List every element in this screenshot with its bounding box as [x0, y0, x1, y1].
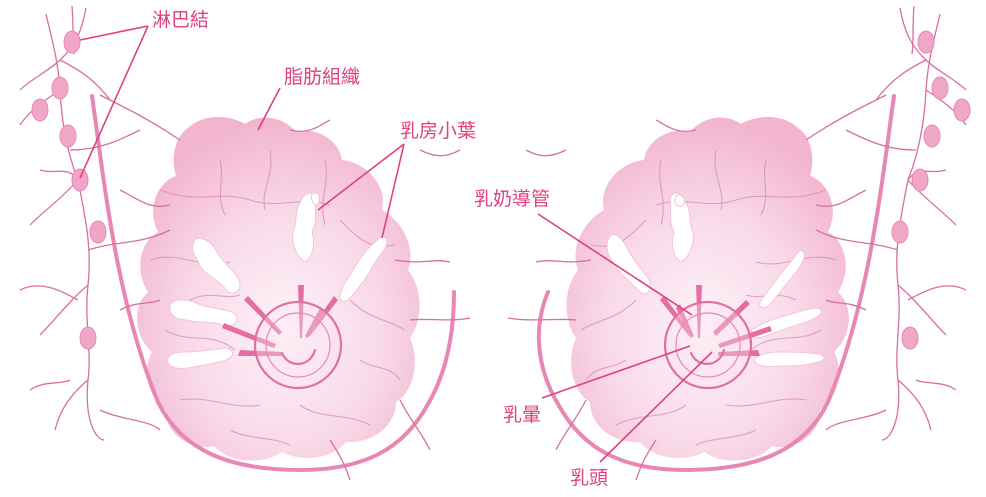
- leader-lymph-node-2: [80, 26, 148, 178]
- lymph-node: [924, 125, 940, 147]
- lymph-node: [32, 99, 48, 121]
- lymph-node: [60, 125, 76, 147]
- label-lobule: 乳房小葉: [400, 120, 476, 142]
- label-nipple: 乳頭: [570, 467, 608, 489]
- left-breast: [92, 96, 454, 470]
- lymph-node: [90, 221, 106, 243]
- lymph-node: [954, 99, 970, 121]
- label-lymph-node: 淋巴結: [152, 9, 209, 31]
- lymph-node: [52, 77, 68, 99]
- lymph-node: [918, 31, 934, 53]
- lymph-node: [892, 221, 908, 243]
- lymph-node: [80, 327, 96, 349]
- label-areola: 乳暈: [503, 404, 541, 426]
- left-areola: [255, 302, 341, 388]
- label-duct: 乳奶導管: [474, 188, 550, 210]
- lymph-node: [912, 169, 928, 191]
- lymph-node: [902, 327, 918, 349]
- lymph-node: [64, 31, 80, 53]
- label-fat-tissue: 脂肪組織: [284, 66, 360, 88]
- right-areola: [665, 302, 751, 388]
- right-lymph-nodes: [892, 31, 970, 349]
- lymph-node: [932, 77, 948, 99]
- left-fat-tissue: [137, 117, 419, 461]
- lymph-node: [72, 169, 88, 191]
- right-breast: [539, 96, 894, 470]
- right-fat-tissue: [567, 117, 849, 461]
- leader-lymph-node-1: [80, 26, 148, 40]
